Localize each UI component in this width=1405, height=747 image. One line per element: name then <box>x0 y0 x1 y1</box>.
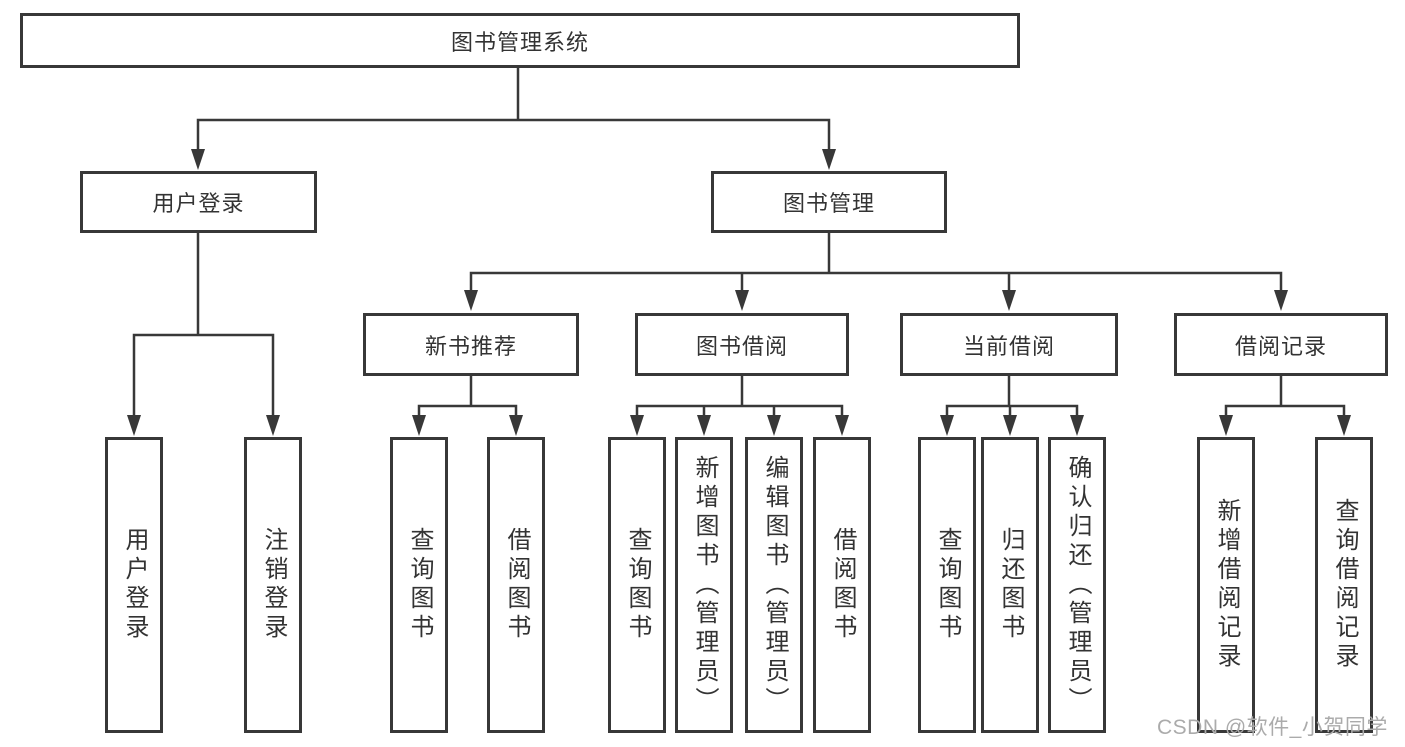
leaf-label: 确认归还（管理员） <box>1064 454 1091 716</box>
node-label: 用户登录 <box>152 191 245 216</box>
leaf-label: 查询图书 <box>934 527 961 643</box>
node-label: 图书管理系统 <box>450 29 589 55</box>
leaf-user-login: 用户登录 <box>105 437 163 733</box>
node-borrowing-records: 借阅记录 <box>1174 313 1388 376</box>
leaf-label: 注销登录 <box>260 527 287 643</box>
leaf-add-borrow-record: 新增借阅记录 <box>1197 437 1255 733</box>
leaf-label: 新增图书（管理员） <box>691 454 718 716</box>
leaf-label: 编辑图书（管理员） <box>761 454 788 716</box>
node-label: 图书管理 <box>782 191 875 216</box>
node-label: 新书推荐 <box>424 333 517 359</box>
node-user-login: 用户登录 <box>80 171 317 233</box>
leaf-query-books-current: 查询图书 <box>918 437 976 733</box>
leaf-confirm-return-admin: 确认归还（管理员） <box>1048 437 1106 733</box>
leaf-query-books-borrow: 查询图书 <box>608 437 666 733</box>
leaf-borrow-books-recommend: 借阅图书 <box>487 437 545 733</box>
leaf-label: 查询图书 <box>406 527 433 643</box>
leaf-query-borrow-record: 查询借阅记录 <box>1315 437 1373 733</box>
leaf-return-books: 归还图书 <box>981 437 1039 733</box>
node-book-borrowing: 图书借阅 <box>635 313 849 376</box>
leaf-label: 用户登录 <box>121 527 148 643</box>
node-new-book-recommendation: 新书推荐 <box>363 313 579 376</box>
node-label: 图书借阅 <box>695 333 788 359</box>
node-book-management: 图书管理 <box>711 171 947 233</box>
leaf-logout-login: 注销登录 <box>244 437 302 733</box>
leaf-label: 借阅图书 <box>503 527 530 643</box>
csdn-watermark: CSDN @软件_小贺同学 <box>1157 716 1388 739</box>
leaf-label: 归还图书 <box>997 527 1024 643</box>
leaf-edit-books-admin: 编辑图书（管理员） <box>745 437 803 733</box>
leaf-label: 查询图书 <box>624 527 651 643</box>
node-label: 借阅记录 <box>1234 333 1327 359</box>
node-library-management-system: 图书管理系统 <box>20 13 1020 68</box>
node-current-borrowing: 当前借阅 <box>900 313 1118 376</box>
leaf-label: 借阅图书 <box>829 527 856 643</box>
leaf-borrow-books-borrow: 借阅图书 <box>813 437 871 733</box>
node-label: 当前借阅 <box>962 333 1055 359</box>
leaf-add-books-admin: 新增图书（管理员） <box>675 437 733 733</box>
leaf-label: 新增借阅记录 <box>1213 498 1240 672</box>
leaf-label: 查询借阅记录 <box>1331 498 1358 672</box>
leaf-query-books-recommend: 查询图书 <box>390 437 448 733</box>
